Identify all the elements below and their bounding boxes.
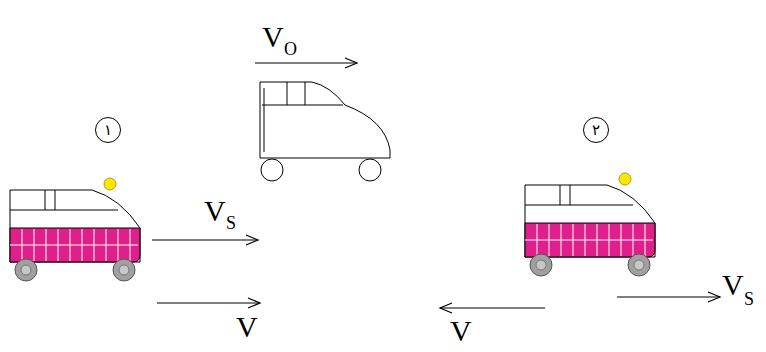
callout-circle: ٢: [583, 117, 609, 143]
subscript-label: O: [284, 40, 297, 58]
velocity-label: V: [722, 270, 744, 300]
callout-number: ٢: [592, 123, 600, 138]
velocity-label: V: [204, 196, 226, 226]
velocity-label: V: [262, 22, 284, 52]
subscript-label: S: [744, 290, 754, 308]
velocity-label: V: [450, 316, 472, 346]
velocity-label: V: [236, 312, 258, 342]
callout-number: ١: [104, 123, 112, 138]
callout-circle: ١: [95, 117, 121, 143]
subscript-label: S: [226, 214, 236, 232]
